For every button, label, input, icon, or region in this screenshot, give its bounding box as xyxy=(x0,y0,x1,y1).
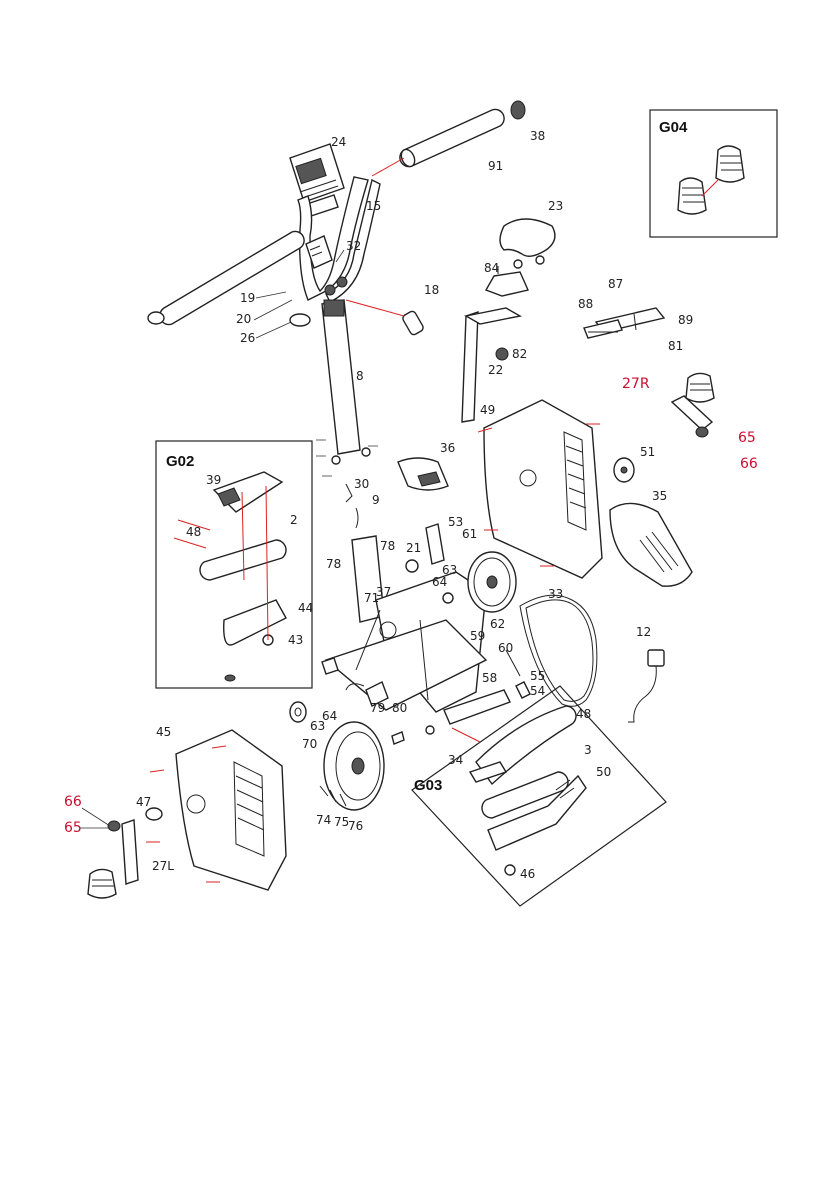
part-label-79: 79 xyxy=(370,701,385,715)
crank-right xyxy=(672,373,714,437)
bearing-tube xyxy=(426,524,444,564)
part-label-65-right: 65 xyxy=(738,430,756,446)
part-label-39: 39 xyxy=(206,473,221,487)
part-label-81: 81 xyxy=(668,339,683,353)
part-label-9: 9 xyxy=(372,493,380,507)
part-label-51: 51 xyxy=(640,445,655,459)
part-label-58: 58 xyxy=(482,671,497,685)
part-label-78-b: 78 xyxy=(380,539,395,553)
part-label-18: 18 xyxy=(424,283,439,297)
part-label-27l: 27L xyxy=(152,859,174,873)
part-label-63-a: 63 xyxy=(442,563,457,577)
part-label-61: 61 xyxy=(462,527,477,541)
pedal-pair-icon xyxy=(678,146,744,214)
part-label-50: 50 xyxy=(596,765,611,779)
part-label-3: 3 xyxy=(584,743,592,757)
part-label-64-a: 64 xyxy=(432,575,447,589)
part-label-15: 15 xyxy=(366,199,381,213)
part-label-84: 84 xyxy=(484,261,499,275)
part-label-71: 71 xyxy=(364,591,379,605)
part-label-34: 34 xyxy=(448,753,463,767)
part-label-21: 21 xyxy=(406,541,421,555)
side-cover-right xyxy=(478,400,602,578)
part-label-8: 8 xyxy=(356,369,364,383)
handlebar-foam-right xyxy=(399,101,525,169)
washer-51 xyxy=(614,458,634,482)
part-label-78-a: 78 xyxy=(326,557,341,571)
part-label-33: 33 xyxy=(548,587,563,601)
seat-adjuster xyxy=(584,308,664,338)
part-label-47: 47 xyxy=(136,795,151,809)
part-label-80: 80 xyxy=(392,701,407,715)
part-label-27r: 27R xyxy=(622,376,650,392)
part-label-65-left: 65 xyxy=(64,820,82,836)
part-label-44: 44 xyxy=(298,601,313,615)
part-label-26: 26 xyxy=(240,331,255,345)
part-label-70: 70 xyxy=(302,737,317,751)
part-label-12: 12 xyxy=(636,625,651,639)
part-label-45: 45 xyxy=(156,725,171,739)
part-label-76: 76 xyxy=(348,819,363,833)
part-label-35: 35 xyxy=(652,489,667,503)
part-label-66-right: 66 xyxy=(740,456,758,472)
seat xyxy=(500,219,555,268)
cover-cap xyxy=(398,458,448,490)
part-label-38: 38 xyxy=(530,129,545,143)
bearing-63-64 xyxy=(290,702,306,722)
part-label-75: 75 xyxy=(334,815,349,829)
part-label-74: 74 xyxy=(316,813,331,827)
part-label-63-b: 63 xyxy=(310,719,325,733)
handlebar-foam-left xyxy=(148,231,304,324)
part-label-36: 36 xyxy=(440,441,455,455)
group-label-g03: G03 xyxy=(414,777,442,794)
console-assembly xyxy=(290,144,344,217)
handlebar-post xyxy=(322,300,360,454)
part-label-88: 88 xyxy=(578,297,593,311)
group-g04: G04 xyxy=(650,110,777,237)
part-label-91: 91 xyxy=(488,159,503,173)
part-label-49: 49 xyxy=(480,403,495,417)
part-label-2: 2 xyxy=(290,513,298,527)
group-label-g02: G02 xyxy=(166,453,194,470)
part-label-19: 19 xyxy=(240,291,255,305)
part-label-30: 30 xyxy=(354,477,369,491)
part-label-53: 53 xyxy=(448,515,463,529)
part-label-32: 32 xyxy=(346,239,361,253)
part-label-59: 59 xyxy=(470,629,485,643)
part-label-22: 22 xyxy=(488,363,503,377)
handlebar-knob xyxy=(346,300,425,336)
part-label-43: 43 xyxy=(288,633,303,647)
power-adapter xyxy=(628,650,664,722)
pedal-guard xyxy=(610,503,692,586)
part-label-46: 46 xyxy=(520,867,535,881)
part-label-55: 55 xyxy=(530,669,545,683)
part-label-20: 20 xyxy=(236,312,251,326)
group-label-g04: G04 xyxy=(659,119,688,136)
part-label-48-g03: 48 xyxy=(576,707,591,721)
group-g02: G02 xyxy=(156,441,312,688)
part-label-62: 62 xyxy=(490,617,505,631)
part-label-60: 60 xyxy=(498,641,513,655)
part-label-89: 89 xyxy=(678,313,693,327)
pulley-wheel xyxy=(468,552,516,612)
part-label-82: 82 xyxy=(512,347,527,361)
part-label-23: 23 xyxy=(548,199,563,213)
crank-left xyxy=(88,808,162,898)
part-label-87: 87 xyxy=(608,277,623,291)
part-label-54: 54 xyxy=(530,684,545,698)
part-label-66-left: 66 xyxy=(64,794,82,810)
part-label-48-g02: 48 xyxy=(186,525,201,539)
part-label-24: 24 xyxy=(331,135,346,149)
